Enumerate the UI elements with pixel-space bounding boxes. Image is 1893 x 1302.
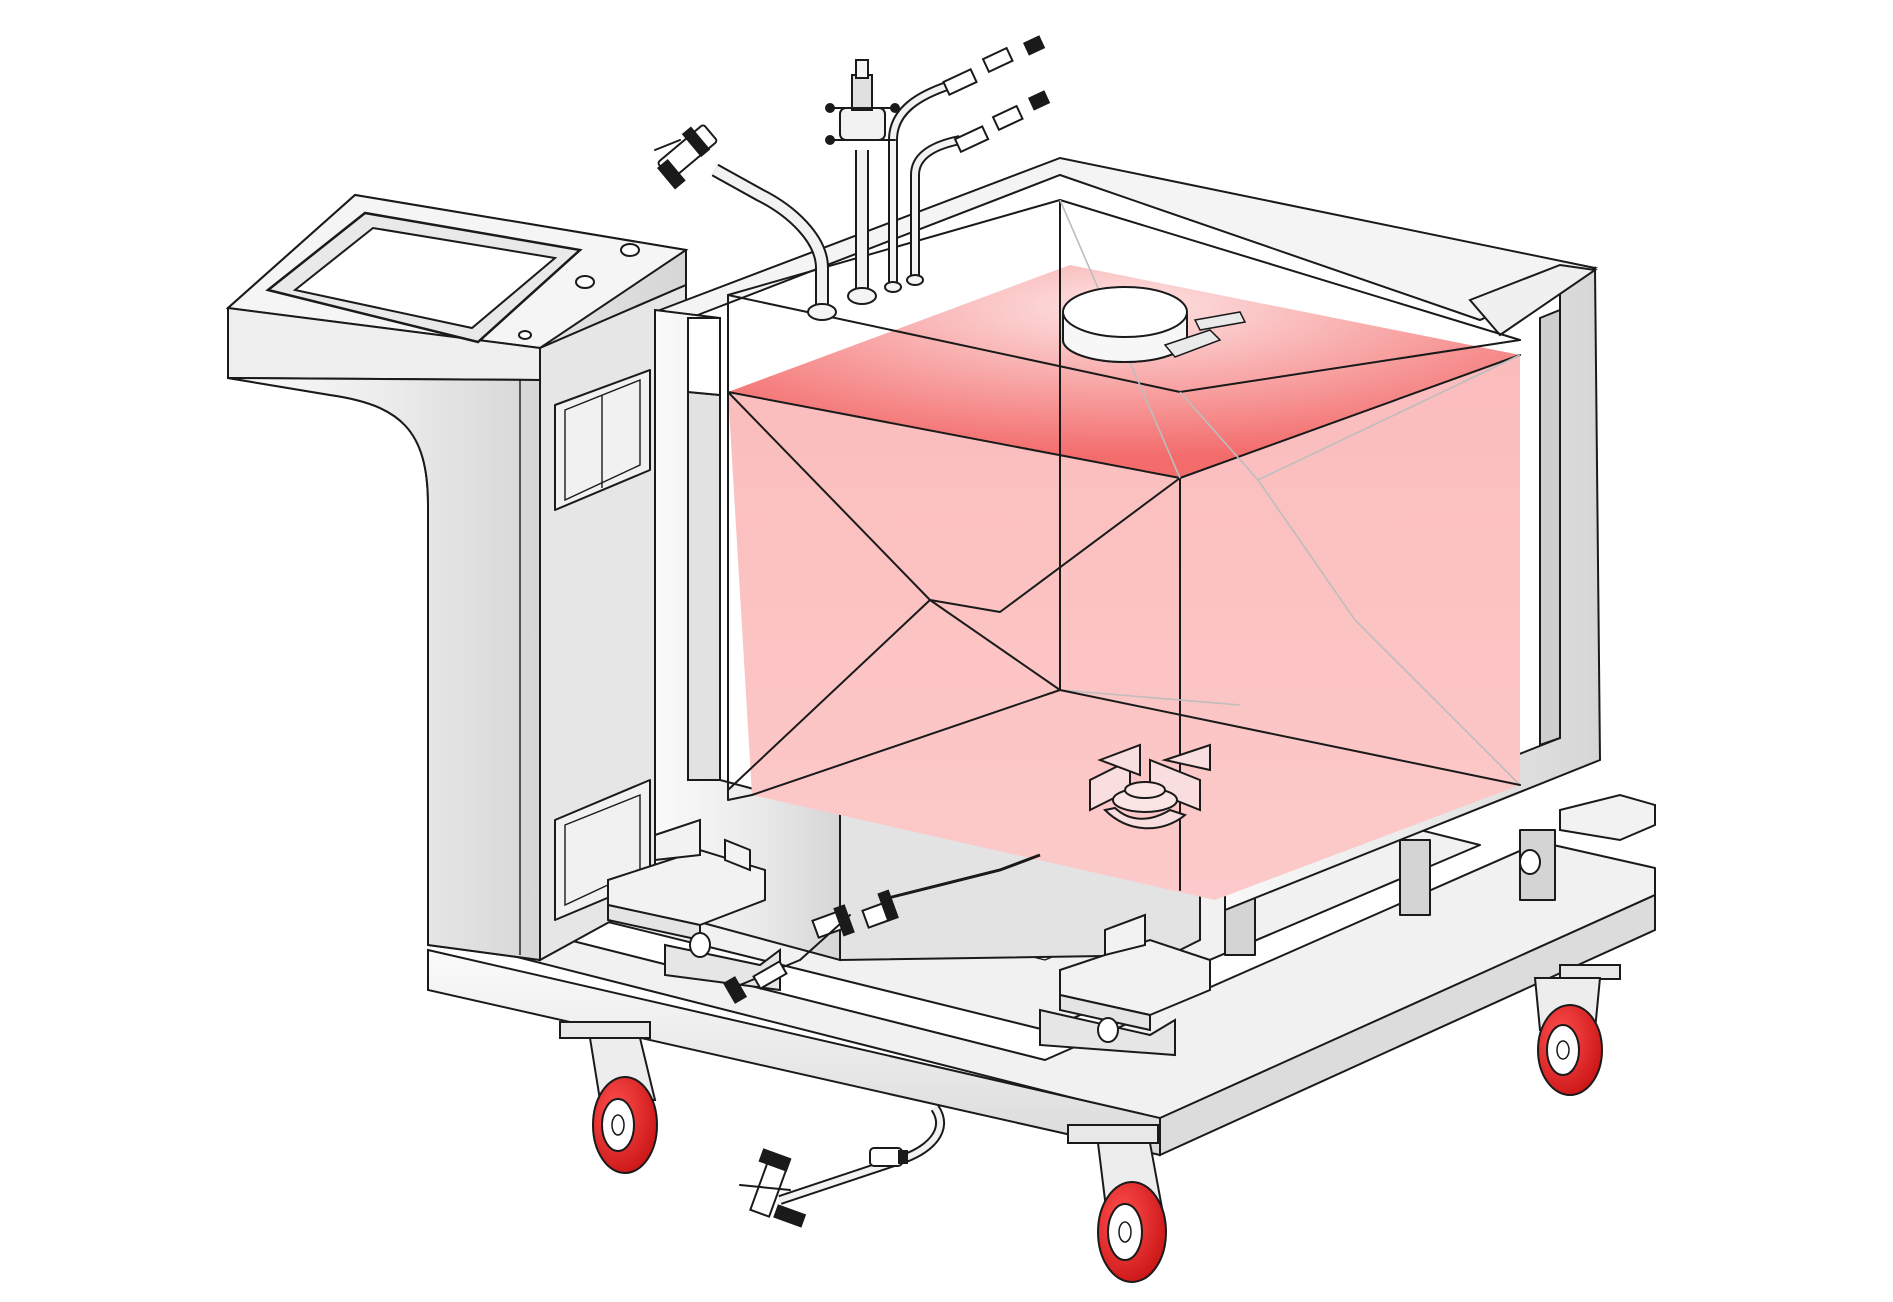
filter bbox=[825, 59, 900, 145]
top-port bbox=[1062, 286, 1247, 363]
castor-front-right bbox=[1067, 1124, 1167, 1283]
castor-front-left bbox=[559, 1021, 658, 1174]
load-cells bbox=[607, 793, 1656, 1057]
control-cabinet bbox=[225, 193, 689, 962]
top-port-tubing bbox=[711, 80, 962, 321]
sampling-clamp-bottom bbox=[739, 1105, 945, 1228]
touch-screen bbox=[265, 211, 583, 344]
bottom-clamps bbox=[722, 853, 1041, 1004]
agitator-impeller bbox=[1089, 743, 1211, 830]
single-use-bag bbox=[727, 199, 1521, 900]
castor-wheels bbox=[559, 964, 1621, 1283]
tube-connectors bbox=[942, 35, 1051, 154]
sampling-clamp-top bbox=[654, 124, 718, 190]
castor-back-right bbox=[1533, 964, 1621, 1096]
liquid-surface bbox=[728, 265, 1520, 478]
